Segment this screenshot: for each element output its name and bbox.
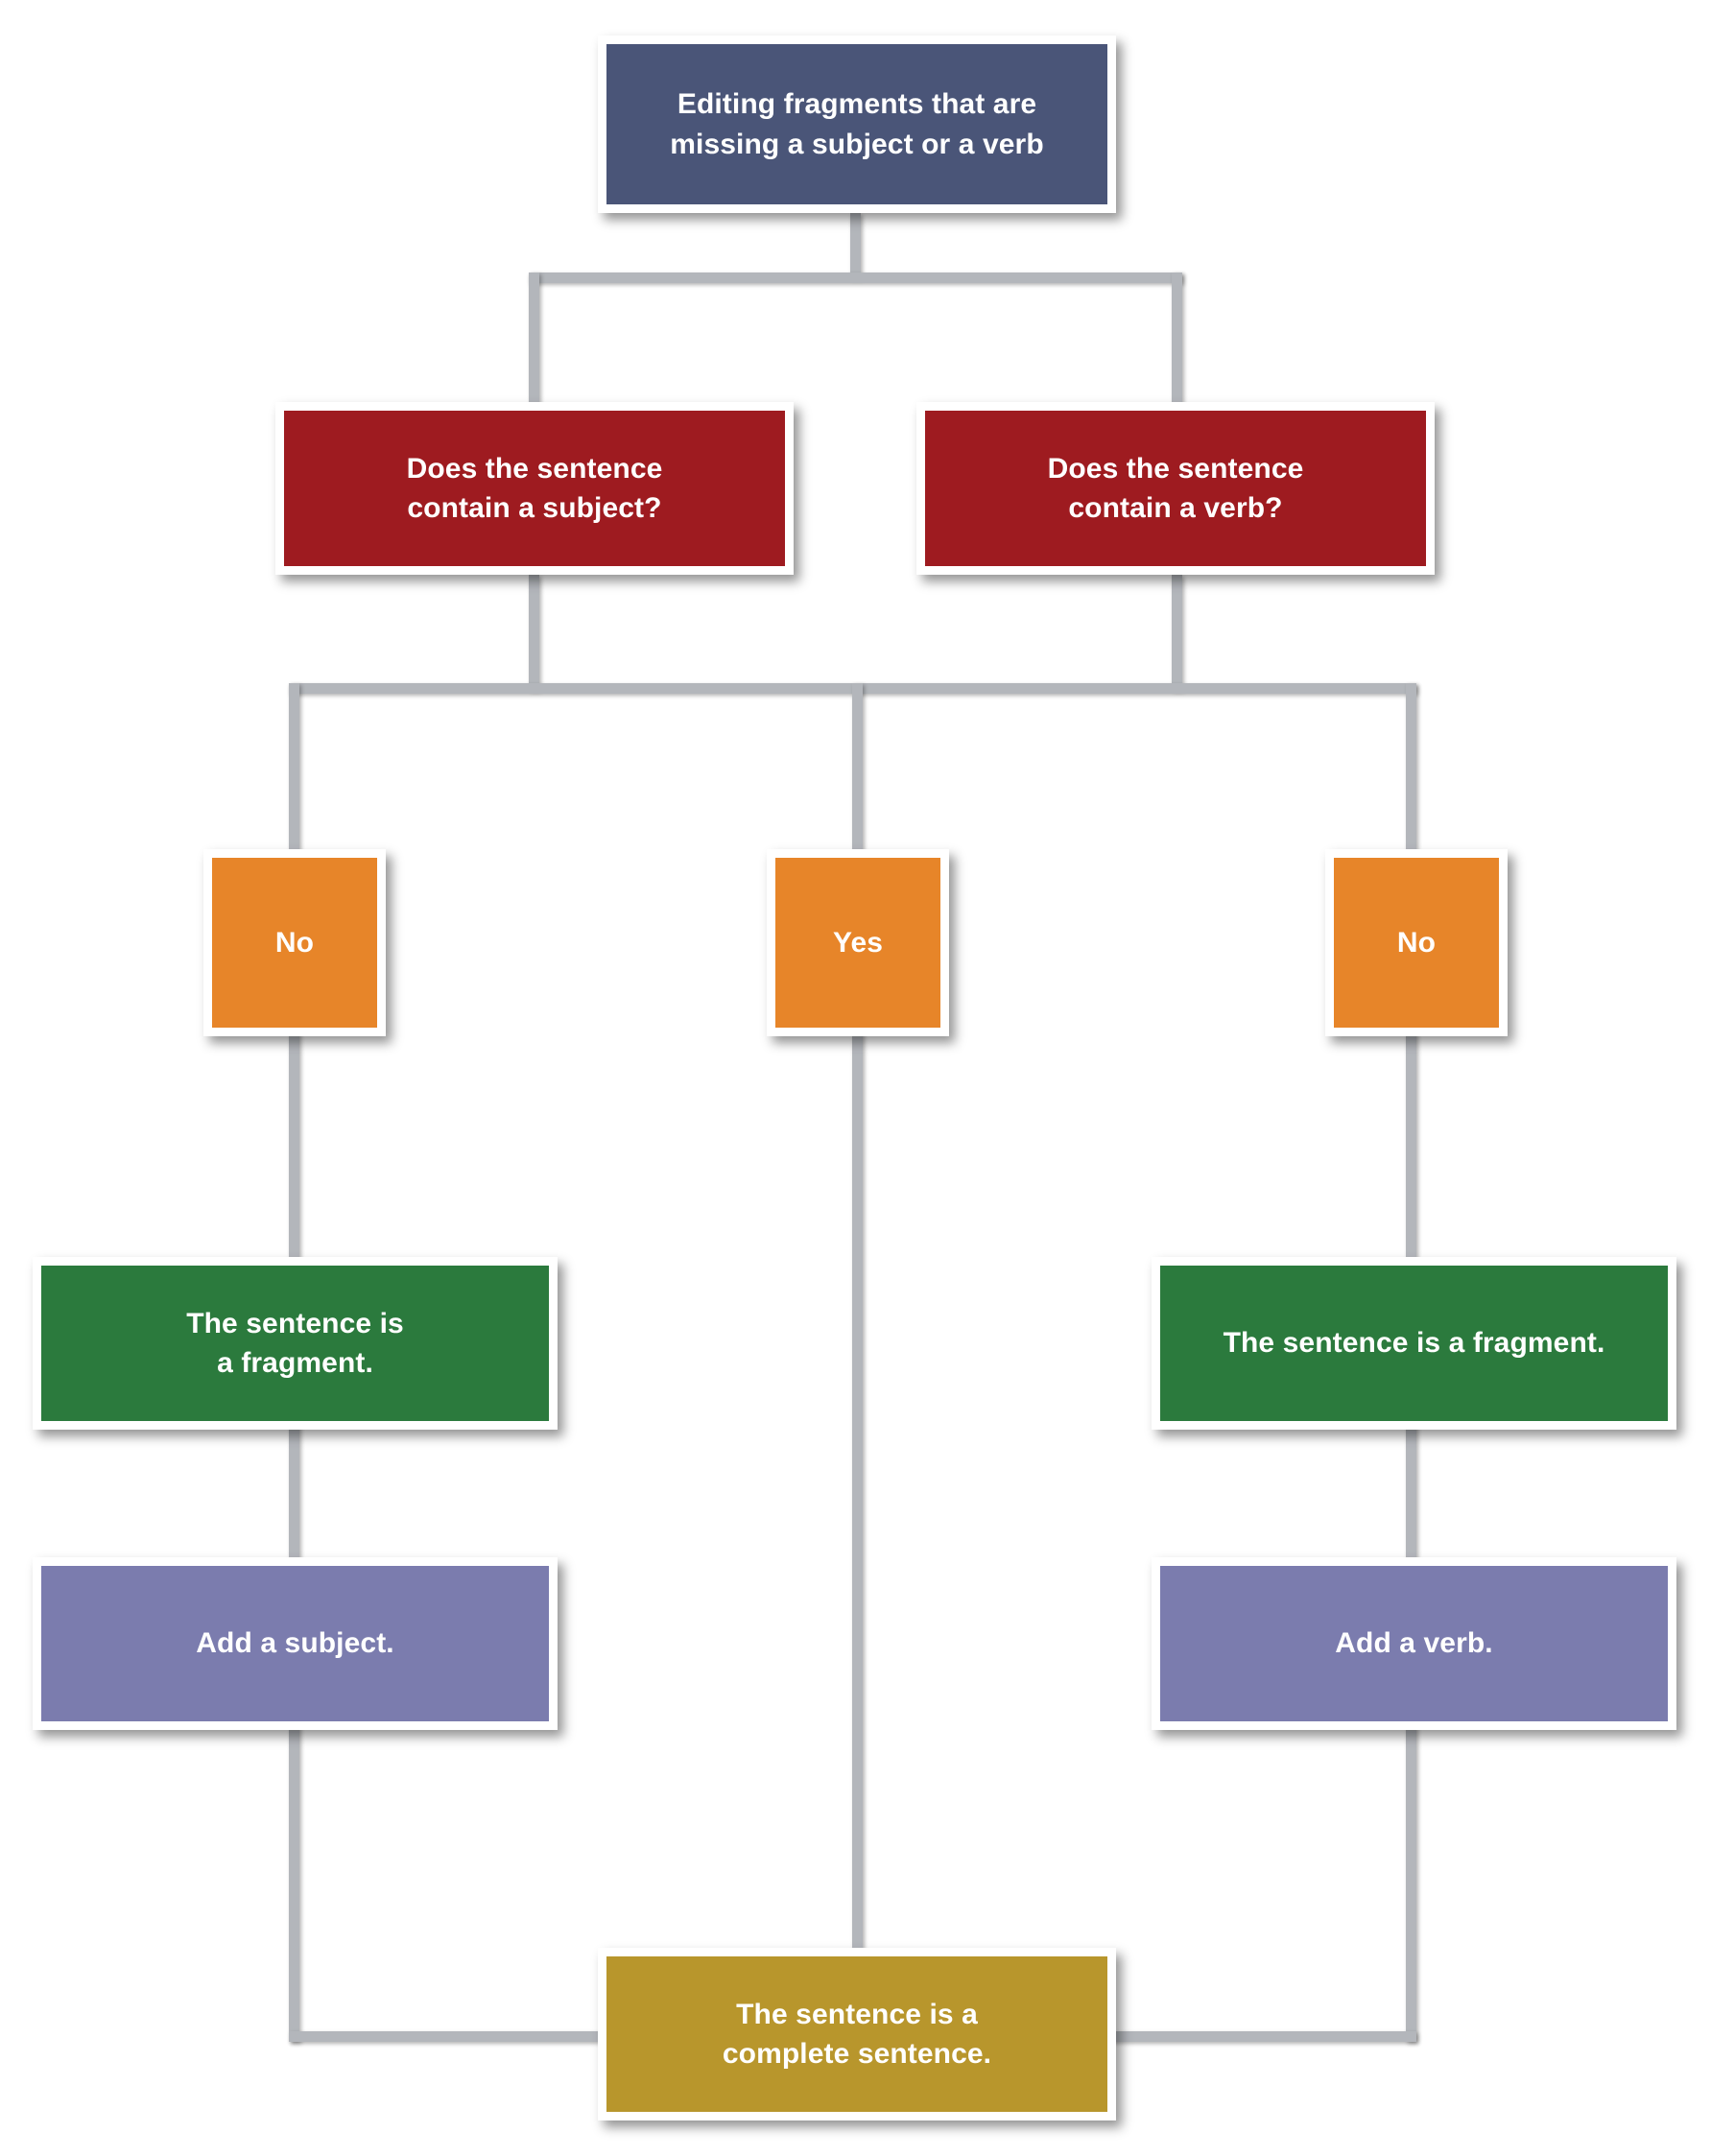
connector-add-subject-down [289,1725,299,2042]
node-answer-no-right-label: No [1396,926,1437,959]
node-fragment-right-label: The sentence is a fragment. [1223,1327,1605,1360]
node-answer-no-right[interactable]: No [1325,849,1508,1036]
connector-fragment-to-add-subject [289,1425,299,1564]
node-add-subject-label: Add a subject. [196,1627,394,1660]
connector-decision-bus [529,272,1182,283]
node-complete-sentence[interactable]: The sentence is a complete sentence. [598,1948,1116,2120]
node-verb-question[interactable]: Does the sentence contain a verb? [916,402,1435,575]
connector-title-stem [850,213,861,278]
node-add-subject[interactable]: Add a subject. [33,1557,558,1730]
node-complete-sentence-label: The sentence is a complete sentence. [722,1998,992,2070]
connector-add-verb-down [1406,1725,1416,2042]
node-subject-question[interactable]: Does the sentence contain a subject? [275,402,794,575]
connector-fragment-to-add-verb [1406,1425,1416,1564]
node-add-verb[interactable]: Add a verb. [1152,1557,1676,1730]
node-fragment-left[interactable]: The sentence is a fragment. [33,1257,558,1430]
node-title-label: Editing fragments that are missing a sub… [670,88,1044,160]
connector-yes-to-complete [852,1031,863,1957]
node-verb-question-label: Does the sentence contain a verb? [1047,452,1304,524]
node-add-verb-label: Add a verb. [1335,1627,1493,1660]
connector-to-verb-q [1172,272,1182,408]
node-subject-question-label: Does the sentence contain a subject? [406,452,663,524]
connector-to-no-right [1406,683,1416,856]
node-fragment-left-label: The sentence is a fragment. [186,1307,404,1379]
node-answer-no-left-label: No [274,926,315,959]
connector-to-no-left [289,683,299,856]
node-answer-no-left[interactable]: No [203,849,386,1036]
connector-to-yes-middle [852,683,863,856]
connector-no-left-to-fragment [289,1031,299,1267]
node-title[interactable]: Editing fragments that are missing a sub… [598,36,1116,213]
node-fragment-right[interactable]: The sentence is a fragment. [1152,1257,1676,1430]
connector-no-right-to-fragment [1406,1031,1416,1267]
connector-to-subject-q [529,272,539,408]
node-answer-yes-middle[interactable]: Yes [767,849,949,1036]
connector-bottom-bus-right [1104,2031,1416,2042]
connector-bottom-bus-left [289,2031,610,2042]
connector-subject-q-stem [529,575,539,690]
connector-verb-q-stem [1172,575,1182,690]
node-answer-yes-middle-label: Yes [832,926,884,959]
